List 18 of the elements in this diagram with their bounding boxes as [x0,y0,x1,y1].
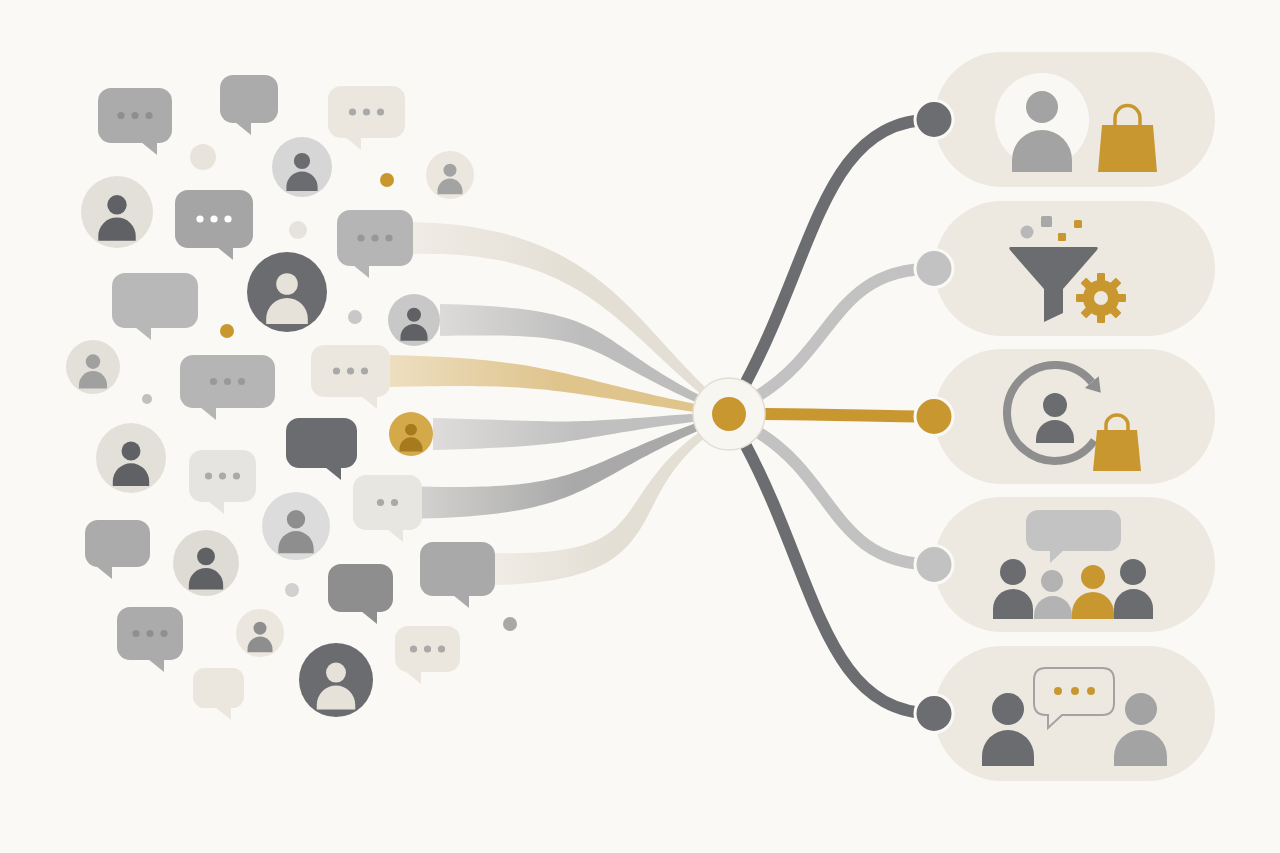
flow-stream [413,222,705,393]
user-avatar-icon [389,412,433,456]
connector-line [756,248,955,400]
flow-stream [433,413,694,450]
speech-bubble-icon [353,475,422,543]
connector-line [740,99,955,385]
speech-bubble-icon [311,345,390,410]
connector-line [756,428,955,585]
speech-bubble-icon [420,542,495,609]
user-avatar-icon [388,294,440,346]
connector-line [764,396,955,437]
hub-circle [692,377,766,451]
connector-line [740,443,955,734]
flow-stream [390,355,695,412]
speech-bubble-icon [337,210,413,279]
flow-stream [440,304,699,402]
flow-stream [495,433,704,585]
flow-stream [422,423,698,519]
